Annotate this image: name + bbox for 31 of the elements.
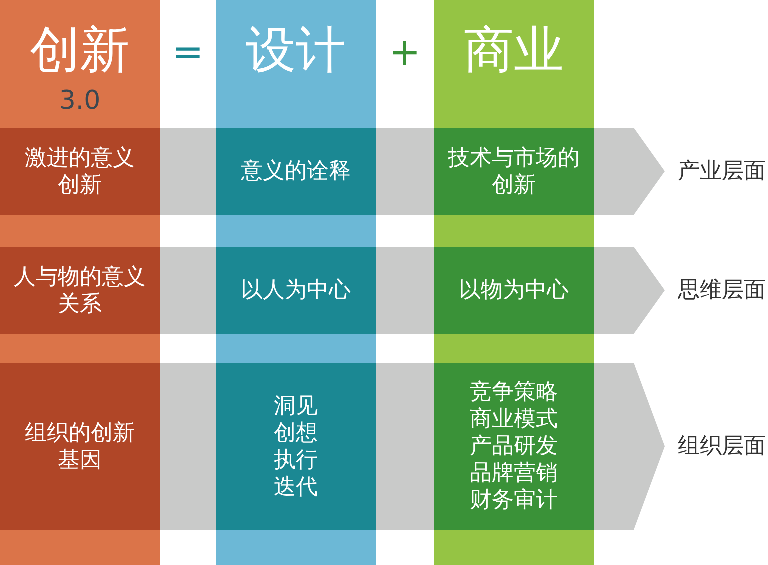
plus-sign: + (389, 30, 421, 74)
category-label: 组织的创新基因 (24, 420, 136, 474)
level-label: 组织层面 (678, 432, 766, 460)
version-number: 3.0 (59, 86, 101, 116)
level-label: 产业层面 (678, 158, 766, 186)
category-label: 以人为中心 (241, 277, 351, 304)
category-label: 技术与市场的创新 (446, 144, 581, 198)
list-item: 执行 (274, 446, 318, 474)
column-heading: 商业 (464, 20, 564, 80)
category-label: 意义的诠释 (241, 158, 351, 185)
list-item: 品牌营销 (470, 460, 558, 487)
category-label: 激进的意义创新 (24, 144, 136, 198)
category-box (434, 128, 594, 215)
column-heading: 设计 (246, 20, 346, 80)
list-item: 商业模式 (470, 406, 558, 433)
list-item: 创想 (274, 420, 318, 446)
category-label: 以物为中心 (459, 277, 569, 304)
list-item: 迭代 (274, 474, 318, 500)
category-box (216, 247, 376, 334)
list-item: 产品研发 (470, 433, 558, 460)
category-box (216, 128, 376, 215)
list-item: 财务审计 (470, 487, 558, 514)
column-heading: 创新 (30, 20, 130, 80)
list-item: 洞见 (274, 392, 318, 420)
category-label: 人与物的意义关系 (12, 264, 147, 318)
list-item: 竞争策略 (470, 379, 558, 406)
equals-sign: = (172, 30, 204, 74)
level-label: 思维层面 (678, 276, 766, 304)
category-box (434, 363, 594, 530)
category-box (216, 363, 376, 530)
category-box (434, 247, 594, 334)
